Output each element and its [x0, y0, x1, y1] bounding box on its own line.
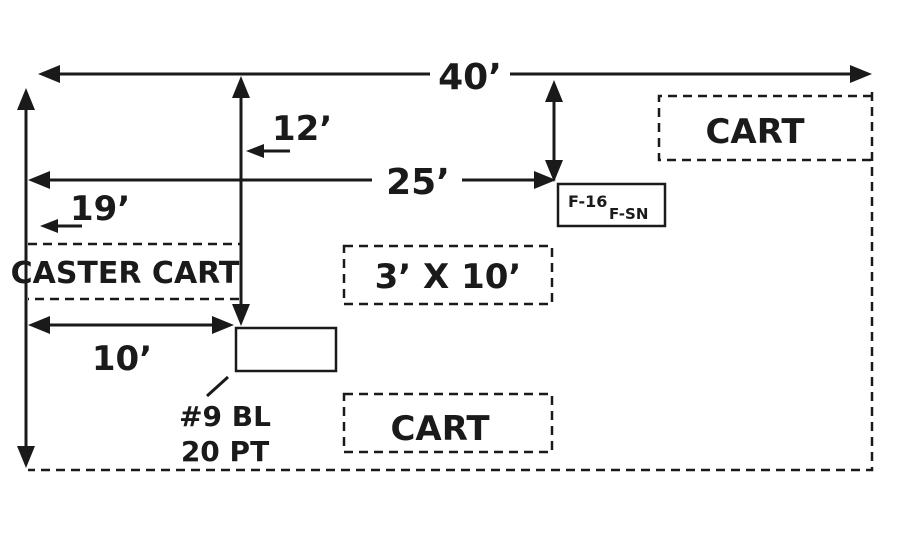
bl-label-line1: #9 BL — [179, 400, 271, 433]
dim-40-label: 40’ — [438, 57, 502, 98]
cart-top-label: CART — [705, 112, 805, 152]
dim-12-arrowhead-bottom — [232, 304, 250, 326]
f16-main-label: F-16 — [568, 192, 607, 211]
dim-40-arrowhead-right — [850, 65, 872, 83]
caster-cart-label: CASTER CART — [11, 256, 240, 291]
bl-box — [234, 326, 338, 373]
box-3x10 — [342, 244, 554, 306]
dim-12-arrowhead-top — [232, 76, 250, 98]
bl-leader-line — [205, 375, 230, 398]
box-3x10-label: 3’ X 10’ — [375, 257, 522, 297]
dim-12-label: 12’ — [272, 109, 332, 149]
f16-sub-label: F-SN — [609, 205, 648, 223]
dim-19-label: 19’ — [70, 189, 130, 229]
dim-40-arrowhead-left — [38, 65, 60, 83]
dim-25-label: 25’ — [386, 162, 450, 203]
f16-vertical-arrowhead-top — [545, 80, 563, 102]
f16-box — [556, 182, 667, 228]
dim-25-arrowhead-right — [534, 171, 556, 189]
dim-25-arrowhead-left — [28, 171, 50, 189]
cart-bottom-label: CART — [390, 409, 490, 449]
left-vertical-arrowhead-top — [17, 88, 35, 110]
left-vertical-arrowhead-bottom — [17, 446, 35, 468]
outer-boundary — [28, 92, 874, 472]
dim-10-arrowhead-right — [212, 316, 234, 334]
dim-12-pointer-arrowhead — [246, 144, 264, 158]
f16-vertical-arrowhead-bottom — [545, 160, 563, 182]
dim-10-label: 10’ — [92, 339, 152, 379]
dim-10-arrowhead-left — [28, 316, 50, 334]
caster-cart-box — [28, 242, 243, 301]
cart-bottom-box — [342, 392, 554, 454]
cart-top-box — [657, 94, 872, 162]
bl-label-line2: 20 PT — [181, 435, 269, 468]
dim-19-pointer-arrowhead — [40, 219, 58, 233]
